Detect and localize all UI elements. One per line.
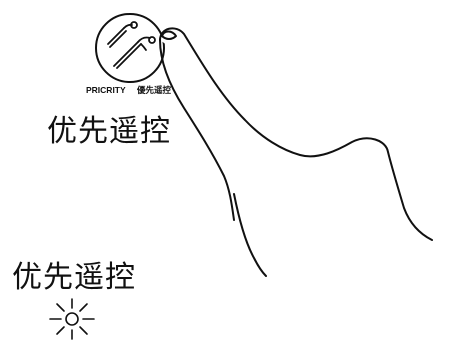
button-brand-text: PRICRITY <box>86 85 126 95</box>
light-on-icon <box>49 298 95 340</box>
caption-bottom: 优先遥控 <box>12 260 136 295</box>
priority-button-face[interactable] <box>95 13 165 83</box>
caption-top: 优先遥控 <box>47 114 171 149</box>
button-caption-text: 優先遥控 <box>136 85 172 96</box>
dental-tools-icon <box>107 21 156 69</box>
pointing-finger-icon <box>159 27 433 277</box>
priority-button[interactable] <box>95 13 165 83</box>
